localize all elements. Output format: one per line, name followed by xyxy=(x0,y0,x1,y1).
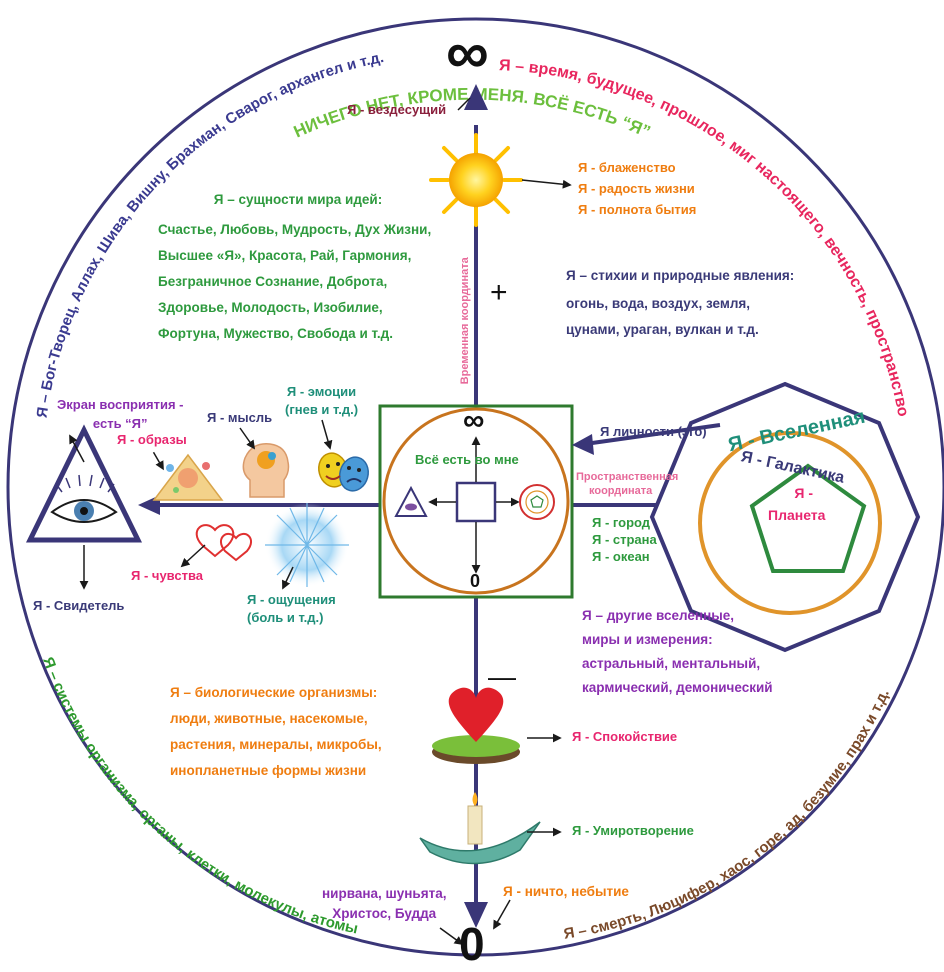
bliss-item: Я - полнота бытия xyxy=(578,202,697,217)
bio-block: Я – биологические организмы: люди, живот… xyxy=(170,680,382,784)
ideas-title: Я – сущности мира идей: xyxy=(213,192,383,207)
space-axis-label-2: координата xyxy=(589,485,653,497)
other-worlds-line: кармический, демонический xyxy=(582,680,773,695)
emotions-label: Я - эмоции (гнев и т.д.) xyxy=(285,383,358,419)
elements-line: цунами, ураган, вулкан и т.д. xyxy=(566,322,759,337)
emotions-line-1: Я - эмоции xyxy=(286,384,357,399)
minus-sign: — xyxy=(488,661,516,692)
ideas-block: Я – сущности мира идей: Счастье, Любовь,… xyxy=(158,187,438,347)
other-worlds-line: миры и измерения: xyxy=(582,632,713,647)
bio-line: инопланетные формы жизни xyxy=(170,763,367,778)
sensations-line-2: (боль и т.д.) xyxy=(247,610,324,625)
planet-pentagon xyxy=(749,463,867,573)
nirvana-line-2: Христос, Будда xyxy=(332,906,437,921)
ego-label: Я личности (эго) xyxy=(600,424,707,439)
ideas-line: Счастье, Любовь, Мудрость, Дух Жизни, xyxy=(158,222,432,237)
omni-line xyxy=(457,97,471,111)
space-axis-label-1: Пространственная xyxy=(576,471,679,483)
arc-bottom-right-text: Я – смерть, Люцифер, хаос, горе, ад, без… xyxy=(562,687,892,943)
ego-arrow xyxy=(577,423,721,447)
ideas-line: Здоровье, Молодость, Изобилие, xyxy=(158,300,383,315)
bliss-list: Я - блаженство Я - радость жизни Я - пол… xyxy=(578,157,696,220)
nothing-label: Я - ничто, небытие xyxy=(503,884,629,899)
boat-icon xyxy=(419,792,541,865)
hearts-icon xyxy=(195,524,253,562)
head-icon xyxy=(242,443,290,498)
other-worlds-line: астральный, ментальный, xyxy=(582,656,761,671)
peace-label: Я - Умиротворение xyxy=(572,823,694,838)
thought-arrow xyxy=(239,427,256,450)
elements-title: Я – стихии и природные явления: xyxy=(566,268,795,283)
plus-sign: + xyxy=(490,276,508,309)
zero-bottom: 0 xyxy=(459,918,485,970)
images-label: Я - образы xyxy=(117,432,187,447)
places-item: Я - страна xyxy=(592,532,657,547)
sensations-arrow xyxy=(282,566,294,590)
axis-arrow-up xyxy=(464,84,488,110)
nirvana-line-1: нирвана, шуньята, xyxy=(322,886,447,901)
mini-planet-pentagon xyxy=(530,495,544,508)
emotions-line-2: (гнев и т.д.) xyxy=(285,402,359,417)
screen-arrow xyxy=(69,434,85,463)
feelings-label: Я - чувства xyxy=(131,568,203,583)
emotions-arrow xyxy=(321,419,333,450)
bliss-item: Я - блаженство xyxy=(578,160,676,175)
inner-square xyxy=(455,481,497,523)
ideas-line: Высшее «Я», Красота, Рай, Гармония, xyxy=(158,248,412,263)
planet-label: Я - Планета xyxy=(768,482,825,526)
thought-label: Я - мысль xyxy=(207,410,273,425)
ego-arrow-head xyxy=(572,434,594,455)
infinity-top: ∞ xyxy=(446,19,489,86)
screen-label: Экран восприятия - есть “Я” xyxy=(57,395,183,433)
nirvana-label: нирвана, шуньята, Христос, Будда xyxy=(322,884,446,924)
nothing-arrow xyxy=(493,899,511,930)
images-icon xyxy=(152,453,224,501)
center-zero: 0 xyxy=(470,571,481,591)
nirvana-arrow xyxy=(439,927,464,946)
screen-line-1: Экран восприятия - xyxy=(57,397,184,412)
center-all-in-me: Всё есть во мне xyxy=(415,452,519,467)
sun-arrow xyxy=(521,179,572,189)
mini-eye-icon xyxy=(405,503,417,511)
feelings-arrow xyxy=(180,544,206,568)
time-axis-label: Временная координата xyxy=(459,257,472,385)
places-list: Я - город Я - страна Я - океан xyxy=(592,514,657,565)
places-item: Я - океан xyxy=(592,549,650,564)
bio-line: растения, минералы, микробы, xyxy=(170,737,382,752)
other-worlds-block: Я – другие вселенные, миры и измерения: … xyxy=(582,604,773,700)
masks-icon xyxy=(318,452,369,492)
screen-line-2: есть “Я” xyxy=(92,416,148,431)
center-infinity: ∞ xyxy=(463,404,485,437)
mini-eye-triangle xyxy=(394,485,428,517)
elements-line: огонь, вода, воздух, земля, xyxy=(566,296,751,311)
burst-icon xyxy=(265,503,349,587)
other-worlds-line: Я – другие вселенные, xyxy=(582,608,735,623)
elements-block: Я – стихии и природные явления: огонь, в… xyxy=(566,263,794,343)
bio-line: люди, животные, насекомые, xyxy=(170,711,368,726)
bio-title: Я – биологические организмы: xyxy=(170,685,378,700)
ideas-line: Фортуна, Мужество, Свобода и т.д. xyxy=(158,326,393,341)
sun-icon xyxy=(429,133,523,227)
omnipresent-label: Я - вездесущий xyxy=(347,102,447,117)
bliss-item: Я - радость жизни xyxy=(578,181,695,196)
calm-label: Я - Спокойствие xyxy=(572,729,678,744)
eye-triangle xyxy=(25,424,143,543)
images-arrow xyxy=(152,451,164,471)
sensations-line-1: Я - ощущения xyxy=(247,592,336,607)
mini-universe-badge xyxy=(519,484,555,520)
mini-universe-ring xyxy=(525,490,549,514)
planet-line-1: Я - xyxy=(794,485,814,501)
ideas-line: Безграничное Сознание, Доброта, xyxy=(158,274,388,289)
places-item: Я - город xyxy=(592,515,651,530)
heart-island-icon xyxy=(432,687,520,764)
witness-label: Я - Свидетель xyxy=(33,598,125,613)
sensations-label: Я - ощущения (боль и т.д.) xyxy=(247,591,336,627)
outer-circle xyxy=(6,17,944,957)
axis-arrow-down xyxy=(464,902,488,928)
planet-line-2: Планета xyxy=(768,507,826,523)
